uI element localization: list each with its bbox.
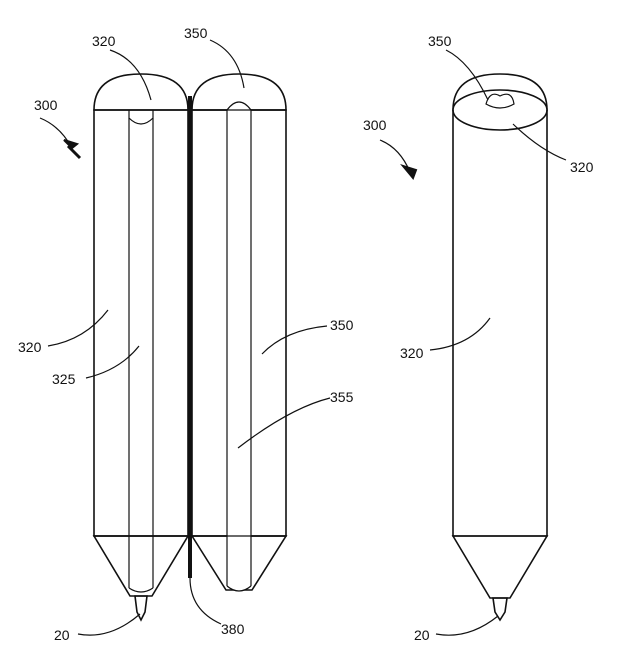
- label-355: 355: [330, 389, 354, 405]
- right-body: [452, 110, 548, 537]
- label-300-left: 300: [34, 97, 58, 113]
- left-pen-assembly: 300 320 350 320 325 350 355 380 20: [18, 25, 354, 643]
- label-300-right: 300: [363, 117, 387, 133]
- label-380: 380: [221, 621, 245, 637]
- label-320-side-right: 320: [400, 345, 424, 361]
- label-350-right: 350: [428, 33, 452, 49]
- left-body-half-320: [92, 73, 190, 622]
- label-320-top-left: 320: [92, 33, 116, 49]
- label-325: 325: [52, 371, 76, 387]
- label-350-side-left: 350: [330, 317, 354, 333]
- left-leader-lines: [47, 39, 331, 636]
- label-20-left: 20: [54, 627, 70, 643]
- label-320-top-right: 320: [570, 159, 594, 175]
- left-channel-325: [128, 110, 154, 593]
- arrow-300-left: [39, 117, 82, 160]
- right-pen-assembly: 350 300 320 320 20: [363, 33, 594, 643]
- right-leader-lines: [429, 49, 567, 636]
- label-350-top-left: 350: [184, 25, 208, 41]
- right-cap-350: [452, 73, 548, 111]
- arrow-300-right: [379, 139, 418, 180]
- right-channel-355: [226, 101, 252, 592]
- label-320-side-left: 320: [18, 339, 42, 355]
- label-20-right: 20: [414, 627, 430, 643]
